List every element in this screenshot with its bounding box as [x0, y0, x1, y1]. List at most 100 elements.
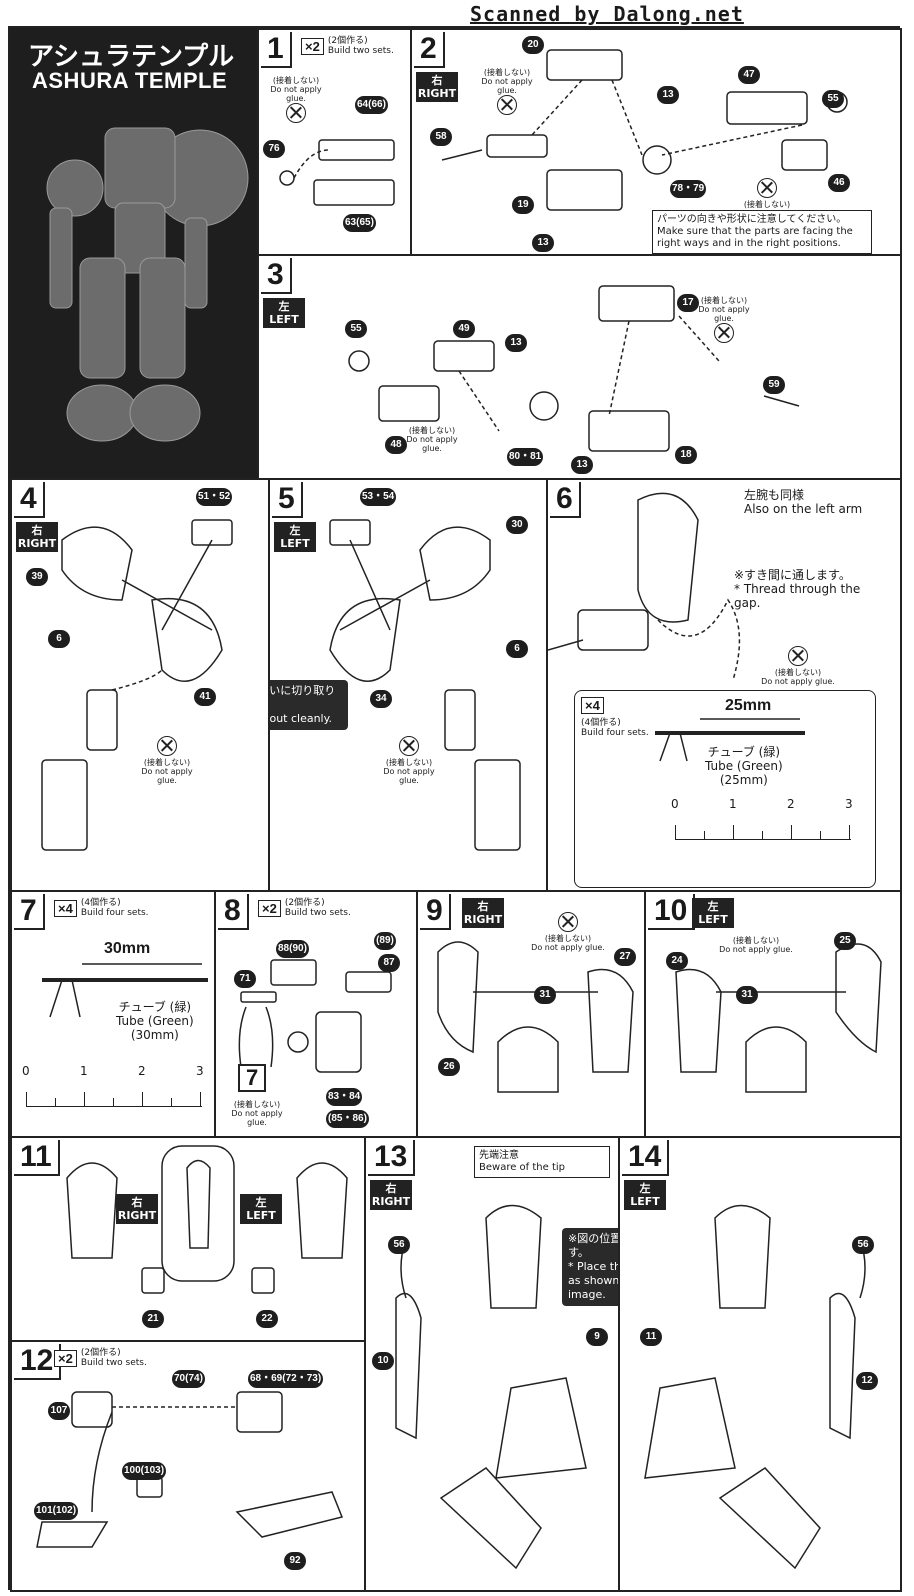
no-glue-note: (接着しない)Do not apply glue. — [132, 736, 202, 785]
part-number: 31 — [534, 986, 556, 1004]
part-number: 47 — [738, 66, 760, 84]
part-number: 22 — [256, 1310, 278, 1328]
part-number: 13 — [657, 86, 679, 104]
step-number: 5 — [272, 482, 303, 518]
tube-length: 30mm — [104, 940, 151, 957]
part-number: 63(65) — [343, 214, 376, 232]
part-number: 39 — [26, 568, 48, 586]
step-number: 3 — [261, 258, 292, 294]
no-glue-note: (接着しない)Do not apply glue. — [222, 1100, 292, 1127]
qty-jp: (2個作る) — [327, 36, 368, 46]
measuring-ruler: 0 1 2 3 — [22, 1064, 204, 1107]
step-number: 11 — [14, 1140, 60, 1176]
part-number: 26 — [438, 1058, 460, 1076]
quantity-box: ×2 (2個作る)Build two sets. — [258, 898, 351, 918]
part-number: 21 — [142, 1310, 164, 1328]
quantity-badge: ×2 — [258, 899, 281, 917]
part-number: 30 — [506, 516, 528, 534]
step-3-drawing — [348, 285, 800, 452]
note-en: Make sure that the parts are facing the … — [657, 226, 853, 249]
part-number: 58 — [430, 128, 452, 146]
qty-en: Build two sets. — [327, 46, 394, 56]
tube-label: チューブ (緑)Tube (Green)(25mm) — [705, 745, 783, 787]
part-number: 51・52 — [196, 488, 233, 506]
part-number: 55 — [822, 90, 844, 108]
no-glue-en: Do not apply glue. — [383, 767, 435, 785]
side-en: LEFT — [269, 313, 299, 326]
part-number: 10 — [372, 1352, 394, 1370]
no-glue-icon — [157, 736, 177, 756]
no-glue-icon — [286, 103, 306, 123]
title-en: ASHURA TEMPLE — [32, 68, 228, 93]
no-glue-jp: (接着しない) — [743, 200, 791, 209]
part-number: 13 — [505, 334, 527, 352]
no-glue-note: (接着しない)Do not apply glue. — [472, 68, 542, 117]
part-number: 24 — [666, 952, 688, 970]
part-number: 101(102) — [34, 1502, 79, 1520]
part-number: 31 — [736, 986, 758, 1004]
part-number: 53・54 — [360, 488, 397, 506]
no-glue-note: (接着しない)Do not apply glue. — [689, 296, 759, 345]
side-jp: 左 — [639, 1182, 651, 1195]
step-8-panel: 8 ×2 (2個作る)Build two sets. (接着しない)Do not… — [214, 890, 418, 1138]
step-7-panel: 7 ×4 (4個作る)Build four sets. 30mm チューブ (緑… — [10, 890, 216, 1138]
step-reference: 7 — [238, 1064, 267, 1092]
side-en: LEFT — [698, 913, 728, 926]
part-number: 78・79 — [670, 180, 707, 198]
cut-jp: ※きれいに切り取ります。 — [269, 684, 336, 697]
step-10-drawing — [675, 943, 882, 1093]
part-number: 6 — [48, 630, 70, 648]
part-number: 83・84 — [326, 1088, 363, 1106]
part-number: 34 — [370, 690, 392, 708]
orientation-note: パーツの向きや形状に注意してください。Make sure that the pa… — [652, 210, 872, 254]
part-number: 71 — [234, 970, 256, 988]
part-number: 92 — [284, 1552, 306, 1570]
side-jp: 右 — [131, 1196, 143, 1209]
left-arm-jp: 左腕も同様 — [744, 488, 805, 502]
thread-note: ※すき間に通します。* Thread through the gap. — [734, 568, 874, 610]
step-1-panel: 1 ×2 (2個作る)Build two sets. (接着しない)Do not… — [257, 28, 412, 256]
quantity-box: ×2 (2個作る)Build two sets. — [301, 36, 394, 56]
part-number: 56 — [388, 1236, 410, 1254]
part-number: 76 — [263, 140, 285, 158]
cut-en: * Cut out cleanly. — [269, 712, 333, 725]
quantity-badge: ×4 — [581, 697, 604, 714]
ruler-label: 3 — [845, 797, 853, 811]
part-number: 70(74) — [172, 1370, 205, 1388]
part-number: 18 — [675, 446, 697, 464]
step-6-drawing — [548, 492, 741, 681]
qty-jp: (2個作る) — [80, 1348, 121, 1358]
quantity-badge: ×4 — [54, 899, 77, 917]
no-glue-en: Do not apply glue. — [406, 435, 458, 453]
no-glue-jp: (接着しない) — [385, 758, 433, 767]
no-glue-note: (接着しない)Do not apply glue. — [397, 426, 467, 453]
part-number: 20 — [522, 36, 544, 54]
step-4-drawing — [41, 519, 233, 851]
tube-jp: チューブ (緑) — [118, 1000, 192, 1014]
ruler-label: 1 — [729, 797, 737, 811]
step-number: 7 — [14, 894, 45, 930]
tube-label: チューブ (緑)Tube (Green)(30mm) — [116, 1000, 194, 1042]
no-glue-note: (接着しない)Do not apply glue. — [261, 76, 331, 125]
qty-jp: (2個作る) — [284, 898, 325, 908]
side-en: RIGHT — [17, 537, 57, 550]
ruler-label: 3 — [196, 1064, 204, 1078]
measuring-ruler: 0 1 2 3 — [671, 797, 853, 840]
part-number: 46 — [828, 174, 850, 192]
quantity-box: ×2 (2個作る)Build two sets. — [54, 1348, 147, 1368]
robot-photo — [46, 127, 249, 442]
side-en: RIGHT — [417, 87, 457, 100]
ruler-label: 2 — [787, 797, 795, 811]
scan-credit: Scanned by Dalong.net — [470, 2, 744, 26]
step-13-drawing — [395, 1204, 587, 1570]
